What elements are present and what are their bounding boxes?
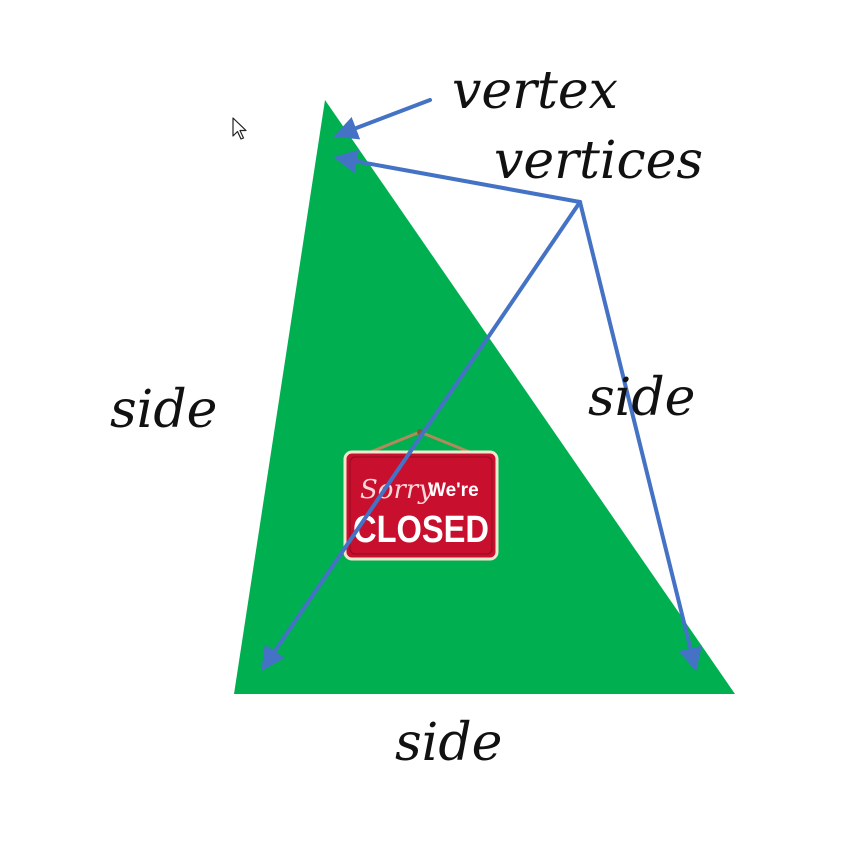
sign-big-text: CLOSED — [353, 509, 489, 551]
vertex-arrow — [333, 98, 432, 140]
side-right-label: side — [588, 368, 695, 428]
vertices-label: vertices — [494, 131, 703, 191]
sign-board — [343, 450, 499, 561]
closed-sign: Sorry We're CLOSED — [343, 429, 499, 561]
side-bottom-label: side — [395, 713, 502, 773]
side-left-label: side — [110, 380, 217, 440]
vertices-arrow-bottom-right — [578, 200, 703, 672]
vertices-arrow-bottom-left — [261, 200, 582, 671]
vertices-arrow-top — [333, 149, 582, 204]
sign-script-text: Sorry — [360, 475, 433, 505]
mouse-cursor-icon — [232, 117, 247, 140]
sign-small-text: We're — [428, 480, 479, 501]
vertex-label: vertex — [452, 61, 618, 121]
arrows — [261, 98, 703, 672]
